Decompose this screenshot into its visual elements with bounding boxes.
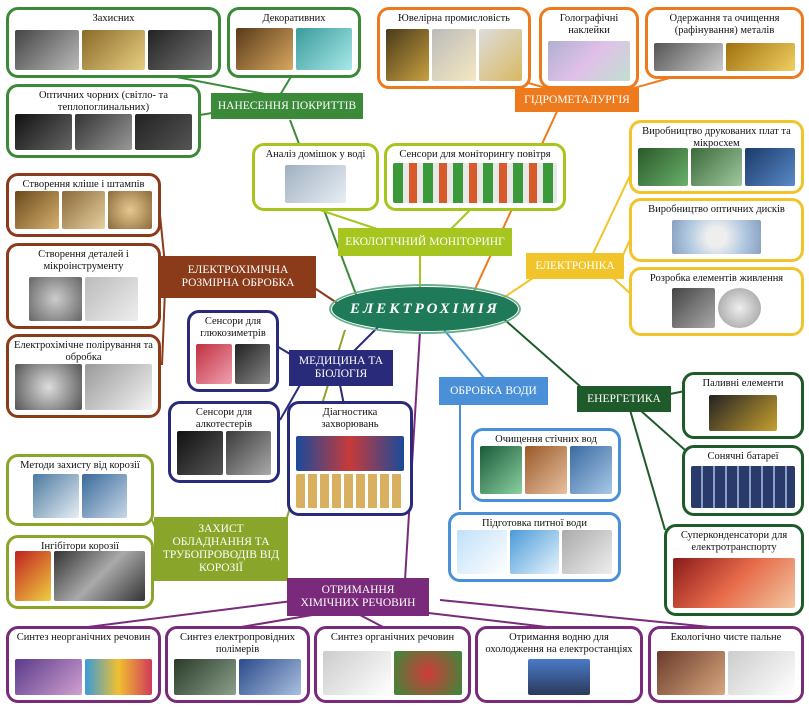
box-supercapacitors: Суперконденсатори для електротранспорту — [664, 524, 804, 616]
category-medicine-label: МЕДИЦИНА ТА БІОЛОГІЯ — [298, 355, 384, 380]
box-organic-synthesis: Синтез органічних речовин — [314, 626, 471, 703]
box-electrochemical-polishing: Електрохімічне полірування та обробка — [6, 334, 161, 418]
box-metal-refining: Одержання та очищення (рафінування) мета… — [645, 7, 804, 79]
box-fuel-cells: Паливні елементи — [682, 372, 804, 439]
box-drinking-water-label: Підготовка питної води — [482, 518, 587, 529]
box-hydrogen-label: Отримання водню для охолодження на елект… — [485, 632, 633, 655]
box-drinking-water: Підготовка питної води — [448, 512, 621, 582]
box-corrosion-inhibitors: Інгібітори корозії — [6, 535, 154, 609]
category-eco-monitoring: ЕКОЛОГІЧНИЙ МОНІТОРИНГ — [338, 228, 512, 256]
box-pcb-manufacturing: Виробництво друкованих плат та мікросхем — [629, 120, 804, 194]
box-optical-discs: Виробництво оптичних дисків — [629, 198, 804, 262]
box-diagnostics-label: Діагностика захворювань — [321, 407, 379, 430]
box-wastewater-label: Очищення стічних вод — [495, 434, 597, 445]
box-conductive-polymers: Синтез електропровідних полімерів — [165, 626, 310, 703]
box-clean-fuel: Екологічно чисте пальне — [648, 626, 804, 703]
category-hydrometallurgy: ГІДРОМЕТАЛУРГІЯ — [515, 88, 639, 112]
box-air-sensors: Сенсори для моніторингу повітря — [384, 143, 566, 211]
category-chemicals: ОТРИМАННЯ ХІМІЧНИХ РЕЧОВИН — [287, 578, 429, 616]
box-alcotester-sensors: Сенсори для алкотестерів — [168, 401, 280, 483]
box-optical-black-label: Оптичних чорних (світло- та теплопоглина… — [38, 90, 169, 113]
category-dimensional-label: ЕЛЕКТРОХІМІЧНА РОЗМІРНА ОБРОБКА — [181, 264, 295, 289]
box-cliche-label: Створення кліше і штампів — [22, 179, 145, 190]
center-label: ЕЛЕКТРОХІМІЯ — [349, 300, 501, 317]
category-medicine-biology: МЕДИЦИНА ТА БІОЛОГІЯ — [289, 350, 393, 386]
category-eco-label: ЕКОЛОГІЧНИЙ МОНІТОРИНГ — [345, 235, 505, 248]
category-water-label: ОБРОБКА ВОДИ — [450, 384, 537, 397]
box-protective-coatings: Захисних — [6, 7, 221, 78]
box-corrosion-methods-label: Методи захисту від корозії — [20, 460, 140, 471]
box-glucometers-label: Сенсори для глюкозиметрів — [200, 316, 266, 339]
box-alcotesters-label: Сенсори для алкотестерів — [195, 407, 253, 430]
category-electronics-label: ЕЛЕКТРОНІКА — [535, 259, 615, 272]
box-corrosion-methods: Методи захисту від корозії — [6, 454, 154, 526]
box-inhibitors-label: Інгібітори корозії — [40, 541, 120, 552]
box-protective-label: Захисних — [92, 13, 135, 24]
box-solar-panels: Сонячні батареї — [682, 445, 804, 516]
category-coatings-label: НАНЕСЕННЯ ПОКРИТТІВ — [217, 99, 357, 112]
category-chemicals-label: ОТРИМАННЯ ХІМІЧНИХ РЕЧОВИН — [300, 584, 416, 609]
box-refining-label: Одержання та очищення (рафінування) мета… — [669, 13, 780, 36]
box-hydrogen-production: Отримання водню для охолодження на елект… — [475, 626, 643, 703]
box-supercaps-label: Суперконденсатори для електротранспорту — [680, 530, 788, 553]
box-glucometer-sensors: Сенсори для глюкозиметрів — [187, 310, 279, 392]
box-micro-parts: Створення деталей і мікроінструменту — [6, 243, 161, 329]
box-micro-parts-label: Створення деталей і мікроінструменту — [38, 249, 129, 272]
category-dimensional-processing: ЕЛЕКТРОХІМІЧНА РОЗМІРНА ОБРОБКА — [160, 256, 316, 298]
box-disease-diagnostics: Діагностика захворювань — [287, 401, 413, 516]
box-jewelry: Ювелірна промисловість — [377, 7, 531, 89]
box-wastewater-treatment: Очищення стічних вод — [471, 428, 621, 502]
box-optical-discs-label: Виробництво оптичних дисків — [648, 204, 785, 215]
box-optical-black-coatings: Оптичних чорних (світло- та теплопоглина… — [6, 84, 201, 158]
central-node: ЕЛЕКТРОХІМІЯ — [329, 284, 521, 334]
box-jewelry-label: Ювелірна промисловість — [398, 13, 510, 24]
category-water-treatment: ОБРОБКА ВОДИ — [439, 377, 548, 405]
category-energy: ЕНЕРГЕТИКА — [577, 386, 671, 412]
box-polishing-label: Електрохімічне полірування та обробка — [14, 340, 153, 363]
box-holographic-label: Голографічні наклейки — [559, 13, 619, 36]
box-inorganic-label: Синтез неорганічних речовин — [16, 632, 151, 643]
category-protection-label: ЗАХИСТ ОБЛАДНАННЯ ТА ТРУБОПРОВОДІВ ВІД К… — [162, 523, 280, 574]
box-power-elements: Розробка елементів живлення — [629, 267, 804, 336]
box-inorganic-synthesis: Синтез неорганічних речовин — [6, 626, 161, 703]
box-polymers-label: Синтез електропровідних полімерів — [180, 632, 295, 655]
box-clean-fuel-label: Екологічно чисте пальне — [670, 632, 782, 643]
box-decorative-label: Декоративних — [262, 13, 326, 24]
box-fuel-cells-label: Паливні елементи — [702, 378, 784, 389]
category-hydro-label: ГІДРОМЕТАЛУРГІЯ — [524, 93, 630, 106]
box-air-sensors-label: Сенсори для моніторингу повітря — [399, 149, 551, 160]
box-pcb-label: Виробництво друкованих плат та мікросхем — [642, 126, 791, 149]
category-energy-label: ЕНЕРГЕТИКА — [587, 392, 661, 405]
category-electronics: ЕЛЕКТРОНІКА — [526, 253, 624, 279]
box-holographic-stickers: Голографічні наклейки — [539, 7, 639, 89]
box-cliche-stamps: Створення кліше і штампів — [6, 173, 161, 237]
box-power-elements-label: Розробка елементів живлення — [649, 273, 784, 284]
box-organic-label: Синтез органічних речовин — [330, 632, 455, 643]
box-water-analysis-label: Аналіз домішок у воді — [265, 149, 366, 160]
category-corrosion-protection: ЗАХИСТ ОБЛАДНАННЯ ТА ТРУБОПРОВОДІВ ВІД К… — [154, 517, 288, 581]
box-solar-label: Сонячні батареї — [707, 451, 779, 462]
box-water-impurity-analysis: Аналіз домішок у воді — [252, 143, 379, 211]
category-coatings: НАНЕСЕННЯ ПОКРИТТІВ — [211, 93, 363, 119]
box-decorative-coatings: Декоративних — [227, 7, 361, 78]
